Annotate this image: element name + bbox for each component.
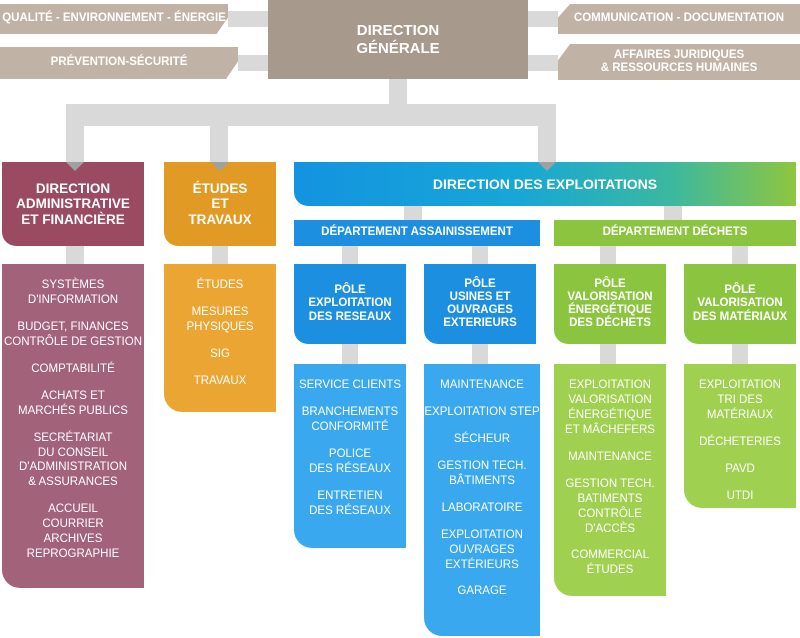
daf-item-achats: ACHATS ET MARCHÉS PUBLICS: [18, 389, 128, 417]
pole-valorisation-energetique-box: PÔLE VALORISATION ÉNERGÉTIQUE DES DÉCHET…: [554, 264, 666, 344]
connector-to-daf: [66, 126, 84, 162]
pole2-item-exploitation-step: EXPLOITATION STEP: [424, 405, 540, 418]
direction-generale-label: DIRECTION GÉNÉRALE: [356, 22, 440, 57]
connector-pole1-list: [342, 344, 358, 364]
daf-item-comptabilite: COMPTABILITÉ: [31, 362, 115, 375]
pole1-services-list: SERVICE CLIENTS BRANCHEMENTS CONFORMITÉ …: [294, 364, 406, 548]
pole4-services-list: EXPLOITATION TRI DES MATÉRIAUX DÉCHETERI…: [684, 364, 796, 508]
direction-administrative-financiere-box: DIRECTION ADMINISTRATIVE ET FINANCIÈRE: [2, 162, 144, 246]
pole4-title: PÔLE VALORISATION DES MATÉRIAUX: [692, 284, 788, 323]
exploitations-arrow: [538, 162, 556, 171]
pole3-item-maintenance: MAINTENANCE: [568, 450, 652, 463]
pole3-item-exploitation-valorisation: EXPLOITATION VALORISATION ÉNERGÉTIQUE ET…: [565, 379, 655, 436]
pole2-item-gestion-batiments: GESTION TECH. BÂTIMENTS: [437, 459, 527, 487]
pole2-item-secheur: SÉCHEUR: [453, 432, 511, 445]
connector-assain-pole2: [472, 246, 488, 264]
pole2-title: PÔLE USINES ET OUVRAGES EXTERIEURS: [443, 277, 517, 330]
connector-dg-left-upper: [228, 11, 268, 27]
connector-assain-pole1: [342, 246, 358, 264]
connector-daf-list: [66, 246, 84, 264]
connector-dg-left-lower: [238, 55, 268, 71]
connector-pole2-list: [472, 344, 488, 364]
daf-item-budget-finances: BUDGET, FINANCES CONTRÔLE DE GESTION: [3, 320, 143, 348]
unit-qualite-label: QUALITÉ - ENVIRONNEMENT - ÉNERGIE: [2, 12, 226, 25]
pole1-item-branchements: BRANCHEMENTS CONFORMITÉ: [301, 405, 399, 433]
daf-item-accueil: ACCUEIL COURRIER ARCHIVES REPROGRAPHIE: [26, 503, 120, 561]
connector-horizontal-bus: [66, 104, 556, 126]
daf-arrow: [66, 162, 84, 171]
pole4-item-utdi: UTDI: [726, 489, 754, 502]
unit-communication-label: COMMUNICATION - DOCUMENTATION: [573, 12, 785, 25]
pole2-item-ouvrages-exterieurs: EXPLOITATION OUVRAGES EXTÉRIEURS: [440, 528, 523, 571]
daf-item-systemes-information: SYSTÈMES D'INFORMATION: [27, 279, 119, 306]
pole-valorisation-materiaux-box: PÔLE VALORISATION DES MATÉRIAUX: [684, 264, 796, 344]
pole2-services-list: MAINTENANCE EXPLOITATION STEP SÉCHEUR GE…: [424, 364, 540, 636]
connector-exploitations-dechets: [664, 206, 682, 220]
direction-generale-box: DIRECTION GÉNÉRALE: [268, 0, 528, 79]
departement-assainissement-box: DÉPARTEMENT ASSAINISSEMENT: [294, 220, 540, 246]
etudes-title: ÉTUDES ET TRAVAUX: [188, 180, 252, 227]
connector-pole3-list: [600, 344, 616, 364]
pole3-title: PÔLE VALORISATION ÉNERGÉTIQUE DES DÉCHET…: [567, 277, 653, 330]
connector-etudes-list: [212, 246, 228, 264]
etudes-travaux-box: ÉTUDES ET TRAVAUX: [164, 162, 276, 246]
connector-dechets-pole3: [600, 246, 616, 264]
connector-to-etudes: [210, 126, 228, 162]
etudes-item-mesures: MESURES PHYSIQUES: [186, 305, 254, 333]
pole1-item-police: POLICE DES RÉSEAUX: [309, 447, 391, 475]
pole-usines-ouvrages-box: PÔLE USINES ET OUVRAGES EXTERIEURS: [424, 264, 536, 344]
pole4-item-pavd: PAVD: [725, 462, 755, 475]
daf-title: DIRECTION ADMINISTRATIVE ET FINANCIÈRE: [16, 180, 130, 227]
unit-prevention-label: PRÉVENTION-SÉCURITÉ: [50, 56, 188, 69]
pole2-item-maintenance: MAINTENANCE: [440, 379, 524, 391]
pole3-services-list: EXPLOITATION VALORISATION ÉNERGÉTIQUE ET…: [554, 364, 666, 596]
pole4-item-decheteries: DÉCHETERIES: [699, 435, 781, 448]
exploitations-title: DIRECTION DES EXPLOITATIONS: [432, 175, 658, 192]
pole4-item-tri-materiaux: EXPLOITATION TRI DES MATÉRIAUX: [698, 379, 781, 421]
daf-services-list: SYSTÈMES D'INFORMATION BUDGET, FINANCES …: [2, 264, 144, 588]
connector-dg-right-upper: [528, 11, 558, 27]
unit-qualite-environnement-energie: QUALITÉ - ENVIRONNEMENT - ÉNERGIE: [0, 4, 228, 34]
daf-item-secretariat: SECRÉTARIAT DU CONSEIL D'ADMINISTRATION …: [18, 431, 128, 489]
pole1-item-service-clients: SERVICE CLIENTS: [298, 379, 402, 391]
etudes-arrow: [211, 162, 229, 171]
dept-assain-label: DÉPARTEMENT ASSAINISSEMENT: [321, 226, 513, 239]
etudes-services-list: ÉTUDES MESURES PHYSIQUES SIG TRAVAUX: [164, 264, 276, 412]
pole3-item-gestion-batiments: GESTION TECH. BATIMENTS CONTRÔLE D'ACCÈS: [565, 477, 655, 535]
unit-affaires-juridiques-rh: AFFAIRES JURIDIQUES & RESSOURCES HUMAINE…: [558, 44, 800, 80]
etudes-item-etudes: ÉTUDES: [196, 279, 244, 291]
dept-dechets-label: DÉPARTEMENT DÉCHETS: [602, 226, 748, 239]
pole3-item-commercial: COMMERCIAL ÉTUDES: [571, 549, 649, 577]
unit-affaires-label: AFFAIRES JURIDIQUES & RESSOURCES HUMAINE…: [600, 48, 758, 74]
departement-dechets-box: DÉPARTEMENT DÉCHETS: [554, 220, 796, 246]
etudes-item-travaux: TRAVAUX: [193, 374, 247, 387]
pole1-title: PÔLE EXPLOITATION DES RESEAUX: [308, 284, 392, 323]
connector-exploitations-assain: [404, 206, 422, 220]
pole2-item-laboratoire: LABORATOIRE: [441, 501, 523, 514]
etudes-item-sig: SIG: [210, 347, 230, 360]
pole1-item-entretien: ENTRETIEN DES RÉSEAUX: [309, 489, 391, 517]
connector-dg-down: [389, 79, 407, 107]
unit-communication-documentation: COMMUNICATION - DOCUMENTATION: [558, 4, 800, 34]
pole-exploitation-reseaux-box: PÔLE EXPLOITATION DES RESEAUX: [294, 264, 406, 344]
connector-pole4-list: [732, 344, 748, 364]
pole2-item-garage: GARAGE: [457, 585, 507, 598]
unit-prevention-securite: PRÉVENTION-SÉCURITÉ: [0, 47, 238, 79]
connector-dechets-pole4: [732, 246, 748, 264]
connector-dg-right-lower: [528, 55, 558, 71]
connector-to-exploitations: [538, 126, 556, 162]
